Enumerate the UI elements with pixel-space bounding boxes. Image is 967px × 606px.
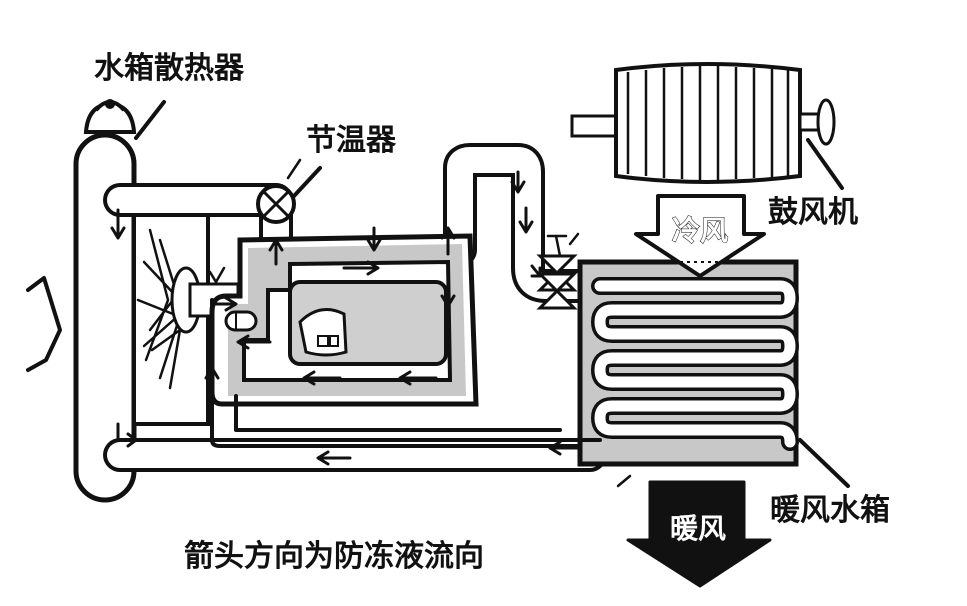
radiator-cap-icon [83, 99, 137, 134]
warm-air-arrow: 暖风 [626, 480, 772, 588]
heater-core-label: 暖风水箱 [770, 493, 890, 528]
blower-motor-icon [570, 62, 844, 190]
cold-air-label: 冷风 [672, 214, 728, 247]
heater-core [577, 259, 850, 488]
heater-valve-icon [536, 232, 580, 310]
cold-air-arrow: 冷风 [634, 194, 766, 278]
warm-air-label: 暖风 [670, 512, 726, 545]
flow-direction-caption: 箭头方向为防冻液流向 [184, 539, 484, 574]
engine-block-icon [209, 233, 590, 448]
thermostat-valve-icon [256, 158, 322, 224]
blower-label: 鼓风机 [768, 195, 858, 230]
radiator-label: 水箱散热器 [94, 51, 245, 86]
flow-arrows [110, 170, 582, 466]
thermostat-label: 节温器 [306, 123, 397, 158]
